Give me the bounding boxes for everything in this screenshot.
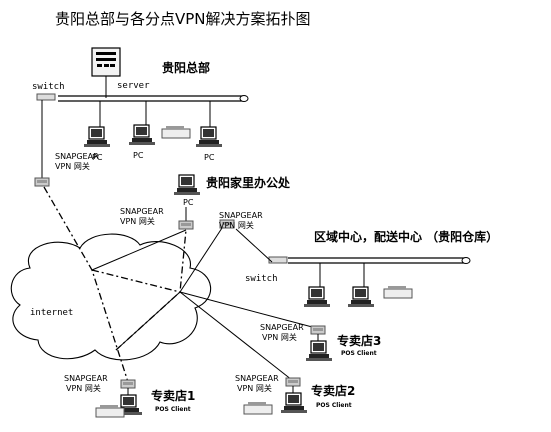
hq-pc-label-3: PC bbox=[204, 153, 215, 162]
regional-printer-icon bbox=[383, 285, 413, 299]
store-2-label: 专卖店2 bbox=[311, 383, 355, 398]
store-2-printer-icon bbox=[243, 401, 273, 415]
headquarters-label: 贵阳总部 bbox=[162, 60, 210, 75]
hq-switch-label: switch bbox=[32, 82, 65, 92]
store-3-gateway-label-line2: VPN 网关 bbox=[262, 332, 297, 342]
store-3-pc-icon bbox=[305, 340, 333, 362]
regional-center-label: 区域中心，配送中心 （贵阳仓库） bbox=[314, 229, 498, 244]
store-2-gateway-label-line1: SNAPGEAR bbox=[235, 374, 279, 383]
server-icon bbox=[91, 47, 121, 98]
store-3-gateway-label-line1: SNAPGEAR bbox=[260, 323, 304, 332]
store-1-vpn-gateway-icon bbox=[120, 379, 136, 389]
store-2-vpn-gateway-icon bbox=[285, 377, 301, 387]
diagram-title: 贵阳总部与各分点VPN解决方案拓扑图 bbox=[55, 10, 311, 28]
hq-gateway-label-line1: SNAPGEAR bbox=[55, 152, 99, 161]
store-1-label: 专卖店1 bbox=[151, 388, 195, 403]
regional-pc-icon-2 bbox=[347, 286, 375, 308]
hq-pc-label-1: PC bbox=[92, 153, 103, 162]
home-gateway-label-line2: VPN 网关 bbox=[120, 216, 155, 226]
store-1-gateway-label-line1: SNAPGEAR bbox=[64, 374, 108, 383]
store-3-label: 专卖店3 bbox=[337, 333, 381, 348]
home-office-pc-icon bbox=[173, 174, 201, 196]
hq-pc-label-2: PC bbox=[133, 151, 144, 160]
hq-pc-icon-3 bbox=[195, 126, 223, 148]
hq-pc-icon-2 bbox=[128, 124, 156, 146]
home-office-label: 贵阳家里办公处 bbox=[206, 175, 291, 190]
store-2-pos-label: POS Client bbox=[316, 402, 352, 409]
internet-label: internet bbox=[30, 308, 73, 318]
hq-vpn-gateway-icon bbox=[34, 177, 50, 187]
store-2-pc-icon bbox=[280, 392, 308, 414]
home-office-vpn-gateway-icon bbox=[178, 220, 194, 230]
regional-switch-label: switch bbox=[245, 274, 278, 284]
home-office-group: 贵阳家里办公处 PC SNAPGEAR VPN 网关 bbox=[120, 174, 291, 230]
home-office-pc-label: PC bbox=[183, 198, 194, 207]
regional-center-group: SNAPGEAR VPN 网关 区域中心，配送中心 （贵阳仓库） switch bbox=[219, 211, 498, 308]
store-3-pos-label: POS Client bbox=[341, 350, 377, 357]
regional-pc-icon-1 bbox=[303, 286, 331, 308]
regional-gateway-label-line1: SNAPGEAR bbox=[219, 211, 263, 220]
hq-server-label: server bbox=[117, 81, 150, 91]
store-1-gateway-label-line2: VPN 网关 bbox=[66, 383, 101, 393]
home-gateway-label-line1: SNAPGEAR bbox=[120, 207, 164, 216]
store-3-vpn-gateway-icon bbox=[310, 325, 326, 335]
hq-lan-bus bbox=[58, 95, 249, 102]
store-2-gateway-label-line2: VPN 网关 bbox=[237, 383, 272, 393]
internet-cloud: internet bbox=[10, 233, 212, 361]
hq-gateway-label-line2: VPN 网关 bbox=[55, 161, 90, 171]
store-3-group: SNAPGEAR VPN 网关 专卖店3 POS Client bbox=[260, 323, 381, 362]
hq-pc-icon-1 bbox=[83, 126, 111, 148]
regional-gateway-label-line2: VPN 网关 bbox=[219, 220, 254, 230]
store-1-printer-icon bbox=[95, 404, 125, 418]
regional-lan-bus bbox=[288, 257, 471, 264]
hq-printer-icon bbox=[161, 125, 191, 139]
store-1-pos-label: POS Client bbox=[155, 406, 191, 413]
store-2-group: SNAPGEAR VPN 网关 专卖店2 POS Client bbox=[235, 374, 355, 415]
hq-switch-icon bbox=[36, 93, 56, 101]
store-1-group: SNAPGEAR VPN 网关 专卖店1 POS Client bbox=[64, 374, 195, 418]
headquarters-group: 贵阳总部 switch server PC PC PC bbox=[32, 47, 249, 178]
wan-links bbox=[91, 227, 317, 381]
